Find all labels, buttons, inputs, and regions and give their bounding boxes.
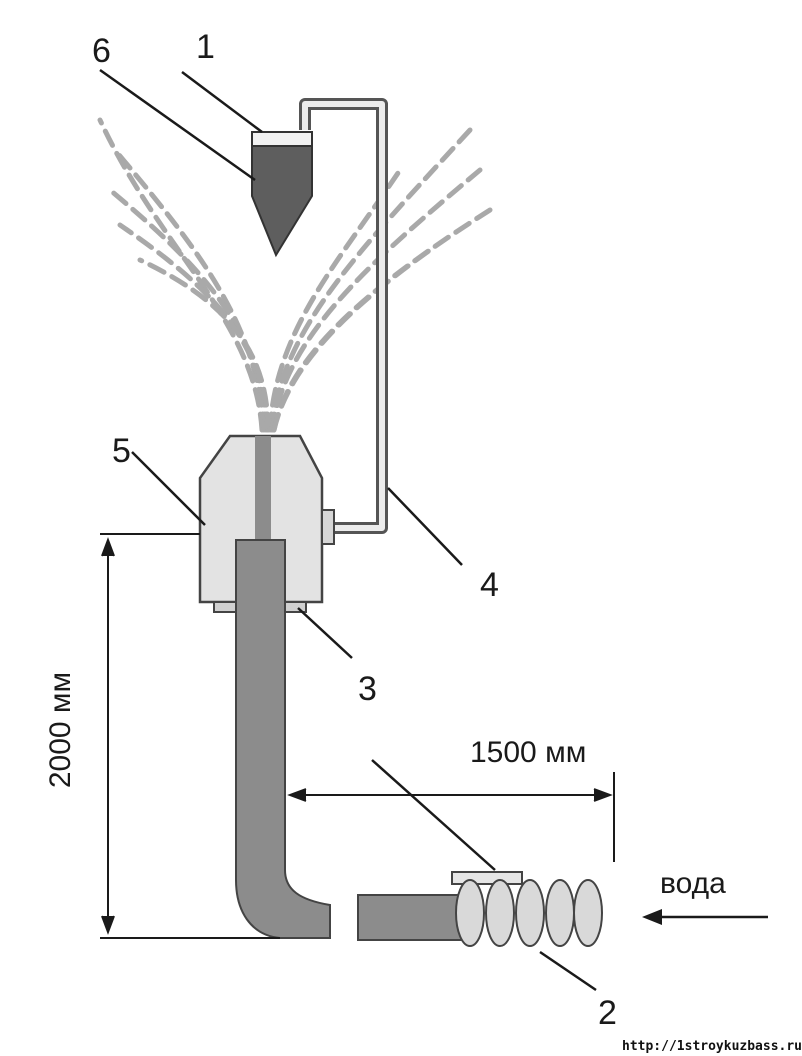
label-4: 4 [480, 566, 499, 604]
spray-jet [137, 257, 271, 433]
flow-arrow [642, 909, 768, 925]
spray-jet [107, 187, 269, 433]
leader-2a [371, 759, 496, 871]
label-6: 6 [92, 32, 111, 70]
spray-jet [97, 117, 265, 433]
spray-jet [269, 127, 473, 433]
spray-jet [269, 167, 483, 433]
leader-6 [99, 68, 256, 182]
spray-jet [112, 147, 267, 433]
leader-1 [181, 71, 263, 133]
supply-pipe [235, 539, 331, 939]
hose-coupling [451, 871, 603, 947]
spray-jet [117, 222, 271, 433]
leader-3 [297, 607, 353, 659]
horizontal-pipe [357, 894, 463, 941]
dimension-height-label: 2000 мм [44, 672, 77, 788]
dimension-lines [100, 533, 615, 939]
dimension-width-label: 1500 мм [470, 736, 586, 769]
label-5: 5 [112, 432, 131, 470]
leader-lines [99, 68, 597, 992]
leader-5 [131, 451, 206, 526]
flow-label: вода [660, 867, 726, 900]
label-3: 3 [358, 670, 377, 708]
leader-4 [387, 487, 463, 566]
deflector-cone [251, 131, 313, 258]
leader-2b [539, 950, 597, 992]
spray-jet [271, 247, 433, 433]
label-2: 2 [598, 994, 617, 1032]
label-1: 1 [196, 28, 215, 66]
watermark-url: http://1stroykuzbass.ru/ [622, 1039, 802, 1054]
